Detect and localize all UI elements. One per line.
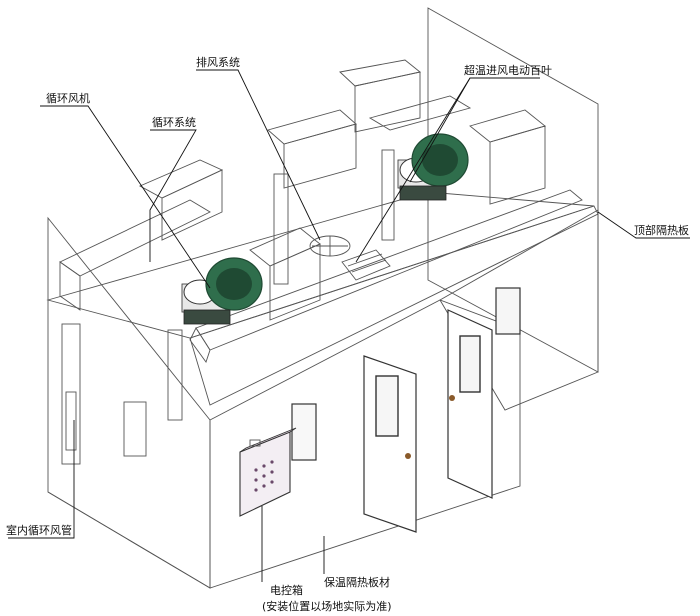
front-wall xyxy=(209,299,521,589)
right-circulation-duct xyxy=(267,59,546,205)
leader-circ-fan xyxy=(40,105,211,289)
label-damper: 超温进风电动百叶 xyxy=(464,63,552,77)
label-exhaust-system: 排风系统 xyxy=(196,55,240,69)
control-box xyxy=(239,427,297,517)
front-door xyxy=(363,355,417,533)
indoor-duct-columns xyxy=(61,149,395,465)
exhaust-hood xyxy=(309,235,391,281)
leader-exhaust xyxy=(196,69,321,241)
label-circulation-fan: 循环风机 xyxy=(46,91,90,105)
label-top-insulation: 顶部隔热板 xyxy=(634,223,689,237)
left-circulation-duct xyxy=(59,159,321,321)
side-door xyxy=(447,287,521,499)
leader-indoor-duct xyxy=(8,420,75,539)
front-wall-window xyxy=(291,403,317,461)
label-control-box: 电控箱 xyxy=(270,583,303,597)
label-control-box-note: (安装位置以场地实际为准) xyxy=(262,599,392,613)
leader-damper-2 xyxy=(355,77,471,263)
leader-top-insulation xyxy=(597,211,690,239)
exhaust-grille xyxy=(341,249,391,281)
label-indoor-duct: 室内循环风管 xyxy=(6,523,72,537)
leader-lines xyxy=(8,69,690,582)
left-end-wall xyxy=(47,216,211,589)
leader-circ-system xyxy=(149,129,197,262)
circulation-fan-right xyxy=(397,133,469,201)
left-wall-window xyxy=(123,401,147,457)
label-circulation-system: 循环系统 xyxy=(152,116,196,129)
top-insulation-board xyxy=(46,191,595,339)
circulation-fan-left xyxy=(181,257,263,325)
label-insulation-panel: 保温隔热板材 xyxy=(324,575,390,589)
